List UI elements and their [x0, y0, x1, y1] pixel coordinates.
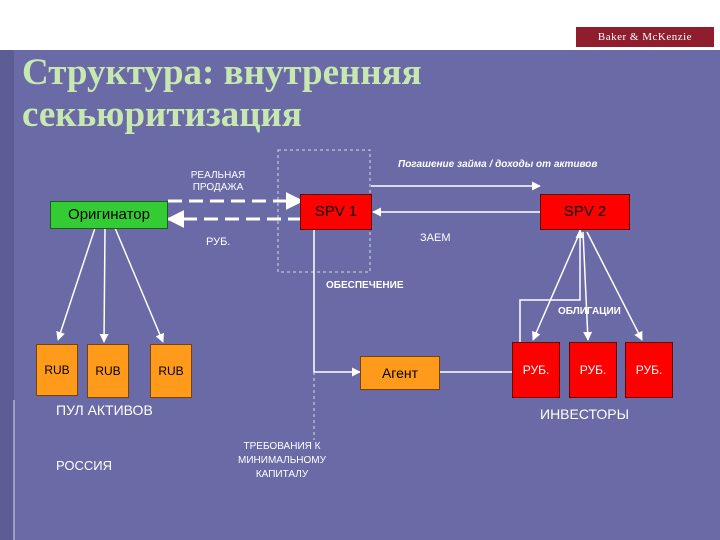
investor-box-1: РУБ.: [512, 342, 560, 398]
asset-box-3: RUB: [150, 344, 192, 398]
spv2-investor3-arrow: [586, 231, 643, 341]
title-line-1: Структура: внутренняя: [22, 52, 422, 93]
collateral-label: ОБЕСПЕЧЕНИЕ: [326, 280, 404, 291]
loan-label: ЗАЕМ: [420, 232, 451, 244]
spv1-box: SPV 1: [300, 194, 372, 230]
asset-pool-label: ПУЛ АКТИВОВ: [56, 402, 153, 418]
bonds-label: ОБЛИГАЦИИ: [558, 306, 621, 317]
slide-title: Структура: внутренняя секьюритизация: [22, 52, 542, 136]
investor-box-3: РУБ.: [625, 342, 673, 398]
investors-label: ИНВЕСТОРЫ: [540, 406, 630, 422]
rub-payment-label: РУБ.: [206, 236, 231, 248]
left-strip: [0, 50, 14, 540]
baker-mckenzie-logo: Baker & McKenzie: [576, 27, 714, 47]
originator-asset1-arrow: [56, 227, 96, 341]
asset-box-2: RUB: [87, 344, 129, 398]
capital-requirements-label: ТРЕБОВАНИЯ К МИНИМАЛЬНОМУ КАПИТАЛУ: [238, 441, 326, 480]
originator-asset3-arrow: [114, 227, 165, 343]
true-sale-label: РЕАЛЬНАЯ ПРОДАЖА: [190, 170, 246, 193]
investor-box-2: РУБ.: [569, 342, 617, 398]
originator-box: Оригинатор: [50, 201, 168, 229]
originator-asset2-arrow: [99, 227, 109, 343]
spv2-investor2-arrow: [582, 231, 593, 341]
collateral-line: [313, 228, 361, 377]
spv2-investor1-arrow: [532, 231, 581, 341]
asset-box-1: RUB: [36, 344, 78, 396]
repayment-label: Погашение займа / доходы от активов: [398, 159, 598, 170]
agent-box: Агент: [360, 356, 440, 390]
title-line-2: секьюритизация: [22, 94, 302, 135]
spv2-box: SPV 2: [540, 194, 630, 230]
agent-to-spv2-line: [438, 229, 585, 373]
russia-label: РОССИЯ: [56, 458, 113, 473]
